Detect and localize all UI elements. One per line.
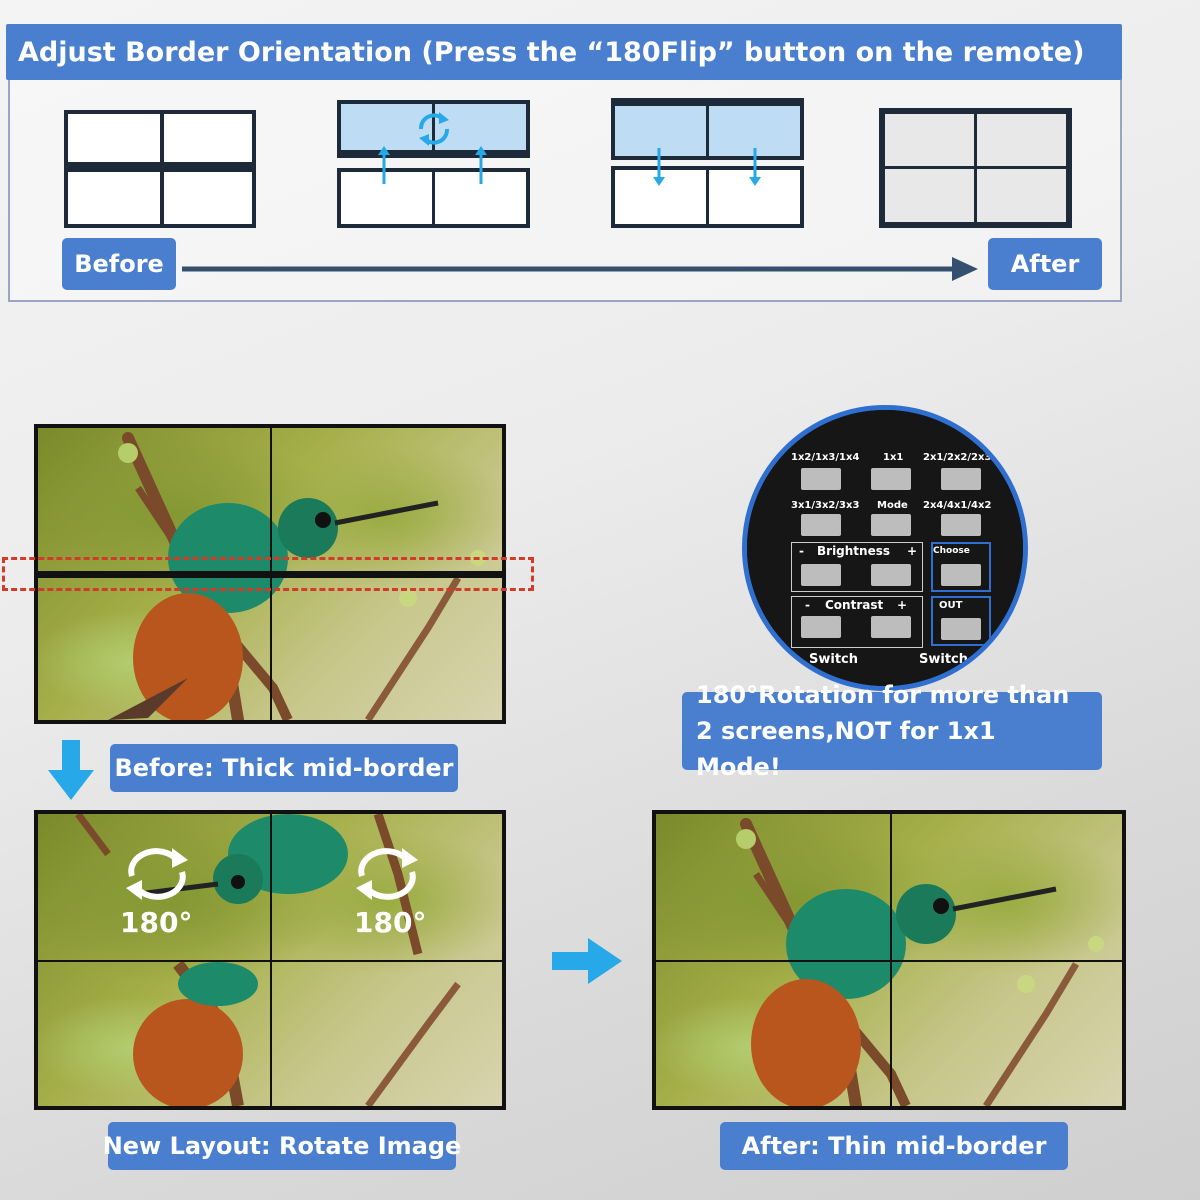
screen-flip-down (611, 98, 804, 228)
timeline-arrow (182, 257, 978, 281)
rotate-icon (419, 112, 449, 146)
remote-zoom-circle: 1x2/1x3/1x4 1x1 2x1/2x2/2x3 3x1/3x2/3x3 … (742, 405, 1028, 691)
before-caption: Before: Thick mid-border (110, 744, 458, 792)
arrow-down-icon (48, 740, 94, 800)
screen-flip-up (337, 100, 530, 228)
remote-button[interactable] (871, 468, 911, 490)
remote-button[interactable] (801, 514, 841, 536)
remote-button[interactable] (801, 468, 841, 490)
choose-group (931, 542, 991, 592)
brightness-group (791, 542, 923, 592)
brightness-down-button[interactable] (801, 564, 841, 586)
photo-after-wall (652, 810, 1126, 1110)
arrow-right-icon (552, 938, 622, 984)
remote-label: - (805, 598, 810, 612)
top-panel-title: Adjust Border Orientation (Press the “18… (6, 24, 1122, 80)
remote-label: + (897, 598, 908, 612)
arrow-down-icon (653, 148, 665, 186)
hummingbird-image (736, 818, 1104, 1106)
brightness-label: Brightness (817, 544, 891, 558)
rotate-text-left: 180° (120, 906, 193, 939)
before-label: Before (62, 238, 176, 290)
photo-rotated-wall: 180° 180° (34, 810, 506, 1110)
switch-label: Switch (809, 652, 859, 667)
choose-button[interactable] (941, 564, 981, 586)
contrast-group (791, 596, 923, 648)
screen-before (64, 110, 256, 228)
remote-label: + (907, 544, 918, 558)
mode-button[interactable] (871, 514, 911, 536)
arrow-up-icon (475, 146, 487, 184)
rotate-text-right: 180° (354, 906, 427, 939)
remote-button[interactable] (941, 514, 981, 536)
screen-after (879, 108, 1072, 228)
remote-label: 3x1/3x2/3x3 (791, 500, 860, 511)
remote-button[interactable] (941, 468, 981, 490)
rotation-note-text: 180°Rotation for more than 2 screens,NOT… (696, 681, 1070, 781)
contrast-label: Contrast (825, 598, 884, 612)
rotate-icon (356, 848, 418, 900)
remote-label: 2x4/4x1/4x2 (923, 500, 992, 511)
remote-label: 1x2/1x3/1x4 (791, 452, 860, 463)
rotate-icon (126, 848, 188, 900)
remote-label: Mode (877, 500, 908, 511)
rotated-hummingbird-image (75, 814, 461, 1106)
remote-label: 2x1/2x2/2x3 (923, 452, 992, 463)
photo-before-wall (34, 424, 506, 724)
hummingbird-image (108, 432, 486, 720)
contrast-down-button[interactable] (801, 616, 841, 638)
switch-label: Switch (919, 652, 969, 667)
contrast-up-button[interactable] (871, 616, 911, 638)
brightness-up-button[interactable] (871, 564, 911, 586)
out-button[interactable] (941, 618, 981, 640)
rotation-note: 180°Rotation for more than 2 screens,NOT… (682, 681, 1102, 781)
out-label: OUT (939, 600, 963, 611)
remote-label: - (799, 544, 804, 558)
after-caption: After: Thin mid-border (720, 1122, 1068, 1170)
out-group (931, 596, 991, 646)
after-label: After (988, 238, 1102, 290)
thick-border-highlight (2, 557, 534, 591)
new-layout-caption: New Layout: Rotate Image (103, 1122, 461, 1170)
choose-label: Choose (933, 546, 970, 556)
arrow-down-icon (749, 148, 761, 186)
arrow-up-icon (378, 146, 390, 184)
remote-label: 1x1 (883, 452, 904, 463)
